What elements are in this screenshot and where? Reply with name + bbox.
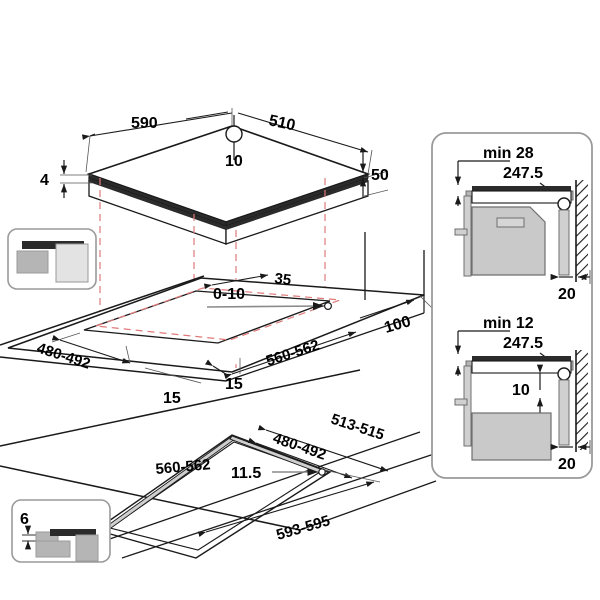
section-min-12-side-rail bbox=[463, 365, 472, 447]
inset-appliance bbox=[16, 250, 49, 274]
dim-4-label: 4 bbox=[40, 172, 49, 189]
worktop-cutout-projected bbox=[95, 287, 341, 341]
inset-dim-6-label: 6 bbox=[20, 511, 29, 528]
dim-560-562-bottom: 560-562 bbox=[155, 456, 211, 478]
dim-510-label: 510 bbox=[267, 112, 297, 134]
dim-560-562-bottom-label: 560-562 bbox=[155, 456, 211, 478]
section-min-12: min 12 247.5 10 20 bbox=[454, 315, 591, 473]
section-min-28-cavity bbox=[471, 190, 572, 204]
section-min-28-duct bbox=[558, 209, 570, 276]
dim-100: 100 bbox=[359, 295, 437, 337]
inset-flush-cabinet bbox=[75, 534, 99, 562]
dim-510: 510 bbox=[237, 112, 373, 175]
inset-cabinet bbox=[55, 243, 89, 283]
section-min-28-wall bbox=[576, 180, 588, 280]
inset-flush-appliance bbox=[35, 540, 71, 558]
inset-flush-top-bar bbox=[50, 529, 96, 536]
dim-4: 4 bbox=[40, 160, 92, 198]
section-min-28-depth: 247.5 bbox=[503, 165, 543, 182]
section-min-28-bracket bbox=[454, 228, 468, 236]
hob-body bbox=[86, 125, 371, 245]
section-min-28-appliance-panel bbox=[496, 217, 525, 228]
section-min-12-gap: 20 bbox=[558, 456, 576, 473]
dim-0-10-label: 0-10 bbox=[213, 286, 245, 303]
section-min-28-clearance: min 28 bbox=[483, 145, 534, 162]
section-min-12-inner: 10 bbox=[512, 382, 530, 399]
hob-trim-right bbox=[226, 178, 368, 230]
dim-10-label: 10 bbox=[225, 153, 243, 170]
section-min-12-cavity bbox=[471, 360, 572, 374]
section-min-12-appliance bbox=[471, 412, 552, 461]
section-min-28-hob-plate bbox=[472, 186, 571, 191]
dim-11-5-label: 11.5 bbox=[231, 465, 261, 482]
dim-590: 590 bbox=[81, 108, 233, 173]
inset-counter-top-bar bbox=[22, 241, 84, 249]
dim-11-5: 11.5 bbox=[231, 465, 326, 482]
dim-35: 35 bbox=[203, 270, 293, 290]
dim-50: 50 bbox=[359, 150, 389, 198]
hob-hole-marker bbox=[225, 115, 243, 160]
section-min-28: min 28 247.5 bbox=[454, 145, 591, 303]
dim-15-left: 15 bbox=[144, 367, 202, 407]
hob-trim-left bbox=[89, 178, 226, 230]
section-min-28-gap: 20 bbox=[558, 286, 576, 303]
dim-15-left-label: 15 bbox=[163, 390, 181, 407]
section-min-28-side-rail bbox=[463, 195, 472, 277]
dim-15-right: 15 bbox=[204, 358, 243, 393]
section-min-12-hob-plate bbox=[472, 356, 571, 361]
section-min-12-pipe bbox=[557, 367, 571, 381]
section-min-12-clearance: min 12 bbox=[483, 315, 534, 332]
dim-100-label: 100 bbox=[382, 313, 412, 337]
section-min-12-bracket bbox=[454, 398, 468, 406]
section-min-12-wall bbox=[576, 350, 588, 450]
section-min-12-depth: 247.5 bbox=[503, 335, 543, 352]
inset-flush-mount: 6 bbox=[11, 499, 111, 563]
dim-35-label: 35 bbox=[274, 270, 293, 289]
dim-0-10: 0-10 bbox=[206, 286, 333, 311]
section-min-12-duct bbox=[558, 379, 570, 446]
section-min-28-pipe bbox=[557, 197, 571, 211]
dim-50-label: 50 bbox=[371, 167, 389, 184]
dim-15-right-label: 15 bbox=[225, 376, 243, 393]
dim-590-label: 590 bbox=[131, 115, 158, 132]
side-section-panel: min 28 247.5 bbox=[431, 132, 593, 479]
inset-standard-mount bbox=[7, 228, 97, 290]
section-min-28-appliance bbox=[471, 206, 546, 276]
